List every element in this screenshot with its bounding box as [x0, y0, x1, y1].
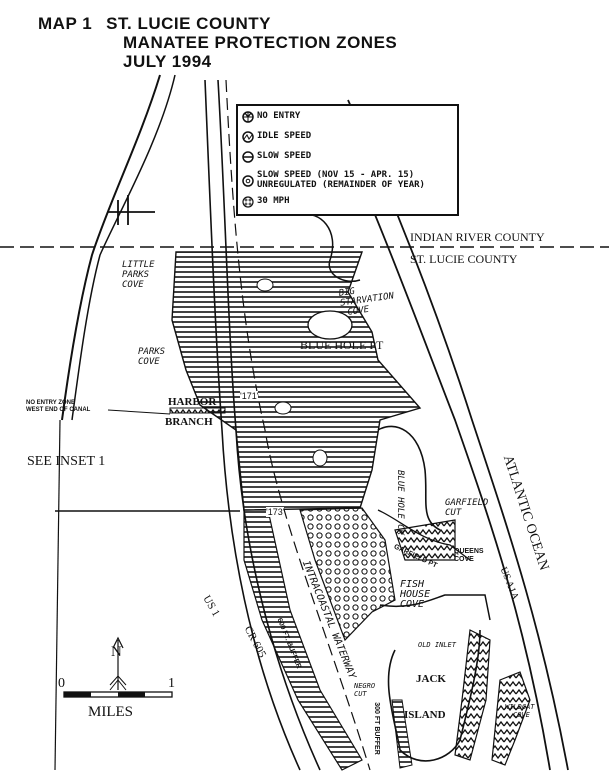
atlantic-shoreline: [329, 109, 551, 771]
causeway: [108, 195, 155, 225]
label-line: GARFIELD: [445, 498, 489, 508]
legend-label: IDLE SPEED: [257, 131, 312, 141]
label-garfield-cut: GARFIELD CUT: [445, 498, 488, 518]
label-parks-cove: PARKS COVE: [138, 347, 165, 367]
title-line-2: MANATEE PROTECTION ZONES: [123, 33, 398, 52]
label-line: NO ENTRY ZONE: [26, 400, 76, 406]
label-wildcat-cove: WILDCAT COVE: [505, 703, 535, 719]
idle-speed-jack-island: [454, 629, 491, 761]
us1-road: [204, 79, 301, 771]
scale-end-label: 1: [168, 676, 175, 691]
label-queens-cove: QUEENS COVE: [454, 548, 484, 564]
label-line: CUT: [354, 690, 367, 698]
island: [312, 449, 328, 467]
label-st-lucie-county: ST. LUCIE COUNTY: [410, 252, 518, 266]
inset-boundary-west: [54, 419, 61, 771]
blue-hole-ck: [377, 425, 441, 531]
label-line: HOUSE: [400, 589, 431, 600]
30-mph-icon: [242, 196, 254, 208]
leader-line: [107, 409, 171, 415]
label-300-ft-buffer: 300 FT BUFFER: [372, 702, 380, 755]
30-mph-zone: [299, 507, 396, 642]
label-line: COVE: [400, 599, 425, 610]
label-line: QUEENS: [454, 548, 484, 555]
label-island: ISLAND: [404, 709, 446, 721]
label-line: FISH: [400, 579, 425, 590]
legend-item-seasonal: SLOW SPEED (NOV 15 - APR. 15)UNREGULATED…: [242, 170, 425, 190]
label-blue-hole-ck: BLUE HOLE CK: [395, 470, 405, 536]
map-number: MAP 1: [38, 14, 93, 33]
scale-start-label: 0: [58, 676, 65, 691]
island: [274, 401, 292, 415]
legend-label: SLOW SPEED: [257, 151, 312, 161]
idle-speed-icon: [242, 131, 254, 143]
label-no-entry-note: NO ENTRY ZONE WEST END OF CANAL: [26, 400, 90, 414]
label-line: PARKS: [138, 347, 166, 357]
legend-item-slow-speed: SLOW SPEED: [242, 151, 311, 163]
jack-island-buffer: [391, 699, 413, 769]
label-marker-171: '171': [240, 391, 259, 401]
label-blue-hole-pt: BLUE HOLE PT: [300, 338, 384, 352]
label-line: WEST END OF CANAL: [26, 407, 91, 413]
label-old-inlet: OLD INLET: [418, 641, 456, 649]
label-line: COVE: [138, 357, 160, 367]
no-entry-icon: [242, 111, 254, 123]
label-line: PARKS: [122, 270, 150, 280]
label-branch: BRANCH: [165, 416, 213, 428]
idle-speed-canals: [394, 519, 456, 561]
label-line: COVE: [122, 280, 144, 290]
legend-item-idle-speed: IDLE SPEED: [242, 131, 311, 143]
legend-label: NO ENTRY: [257, 111, 301, 121]
seasonal-slow-speed-icon: [242, 175, 254, 187]
label-harbor: HARBOR: [168, 396, 217, 408]
label-marker-173: '173': [266, 507, 285, 517]
label-line: NEGRO: [354, 682, 376, 690]
slow-speed-icon: [242, 151, 254, 163]
island: [256, 278, 274, 292]
idle-speed-wildcat-cove: [491, 671, 531, 766]
island: [307, 310, 353, 340]
west-shoreline: [61, 74, 161, 421]
north-label: N: [111, 644, 122, 660]
label-negro-cut: NEGRO CUT: [354, 682, 375, 698]
label-see-inset: SEE INSET 1: [27, 454, 106, 469]
slow-speed-zone: [171, 251, 422, 511]
legend-label: SLOW SPEED (NOV 15 - APR. 15): [257, 170, 415, 180]
label-line: COVE: [513, 711, 530, 719]
label-fish-house-cove: FISH HOUSE COVE: [400, 580, 430, 610]
legend-item-no-entry: NO ENTRY: [242, 111, 300, 123]
label-line: LITTLE: [122, 260, 155, 270]
label-jack: JACK: [416, 673, 446, 685]
map-title: MAP 1 ST. LUCIE COUNTY MANATEE PROTECTION…: [38, 14, 397, 71]
north-arrow: [109, 636, 127, 691]
label-line: WILDCAT: [505, 703, 535, 711]
map-legend: NO ENTRY IDLE SPEED SLOW SPEED SLOW SPEE…: [236, 104, 459, 216]
legend-label-2: UNREGULATED (REMAINDER OF YEAR): [257, 180, 425, 190]
title-line-3: JULY 1994: [123, 52, 212, 71]
big-starvation-shore: [299, 213, 361, 282]
label-line: CUT: [445, 508, 462, 518]
no-entry-canal: [169, 407, 226, 414]
label-line: COVE: [454, 556, 474, 563]
scale-bar: [63, 691, 173, 698]
west-shoreline-inner: [71, 74, 176, 421]
fish-house-shore: [379, 594, 491, 621]
scale-unit-label: MILES: [88, 704, 133, 720]
title-line-1: ST. LUCIE COUNTY: [106, 14, 271, 33]
legend-item-30-mph: 30 MPH: [242, 196, 290, 208]
slow-speed-buffer-strip: [243, 509, 363, 771]
legend-label: 30 MPH: [257, 196, 290, 206]
label-little-parks-cove: LITTLE PARKS COVE: [122, 260, 155, 290]
label-indian-river-county: INDIAN RIVER COUNTY: [410, 230, 545, 244]
